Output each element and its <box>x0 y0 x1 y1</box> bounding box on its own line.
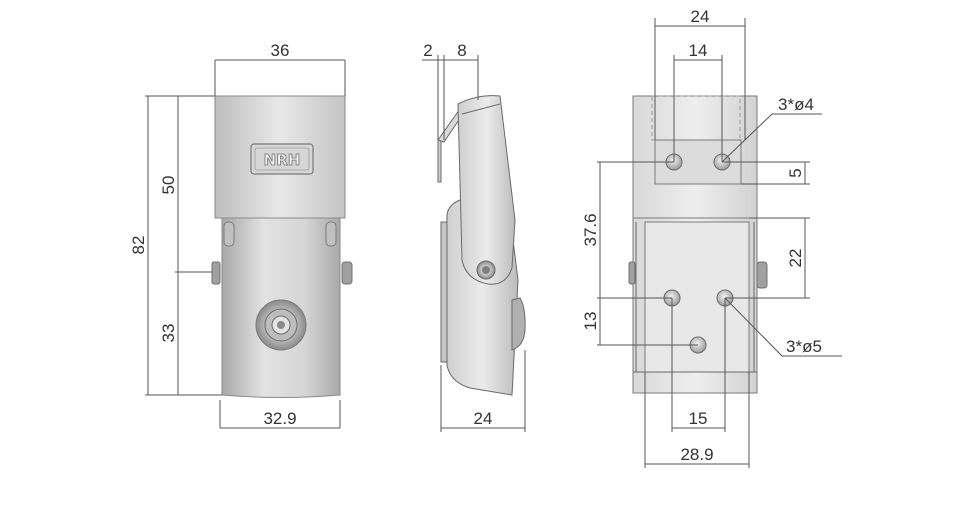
right-pin <box>341 261 353 285</box>
back-right-pin <box>756 261 768 289</box>
dim-front-height-total: 82 <box>129 236 148 255</box>
side-lever <box>457 95 516 285</box>
label-holes-top: 3*ø4 <box>778 95 814 114</box>
nrh-logo: NRH <box>250 143 314 175</box>
dim-side-thickness-a: 2 <box>423 41 432 60</box>
side-back-plate <box>440 221 448 363</box>
logo-text: NRH <box>264 151 301 169</box>
dim-back-width-bottom: 28.9 <box>680 445 713 464</box>
side-tab <box>511 297 526 351</box>
lock-knob <box>255 299 307 351</box>
front-view: NRH 36 32.9 82 50 33 <box>129 41 353 429</box>
side-view: 2 8 24 <box>422 41 526 432</box>
dim-front-height-lower: 33 <box>159 324 178 343</box>
dim-back-width-top: 24 <box>691 7 710 26</box>
dim-back-hole-offset: 5 <box>786 168 805 177</box>
dim-back-height-b: 22 <box>786 249 805 268</box>
side-rivet <box>476 260 496 280</box>
dim-side-depth: 24 <box>474 409 493 428</box>
left-slot <box>223 221 235 247</box>
left-pin <box>211 261 221 285</box>
right-slot <box>325 221 337 247</box>
dim-back-hole-spacing-bottom: 15 <box>689 409 708 428</box>
label-holes-bottom: 3*ø5 <box>786 337 822 356</box>
dim-front-height-upper: 50 <box>159 176 178 195</box>
dim-front-width-bottom: 32.9 <box>263 409 296 428</box>
dim-back-hole-spacing-top: 14 <box>689 41 708 60</box>
dim-back-height-c: 13 <box>581 312 600 331</box>
dim-side-thickness-b: 8 <box>457 41 466 60</box>
side-hook-plate <box>437 139 442 183</box>
back-left-pin <box>628 261 636 285</box>
back-view: 24 14 3*ø4 5 37.6 13 22 3*ø5 15 <box>581 7 842 468</box>
dim-front-width-top: 36 <box>271 41 290 60</box>
dim-back-height-a: 37.6 <box>581 213 600 246</box>
